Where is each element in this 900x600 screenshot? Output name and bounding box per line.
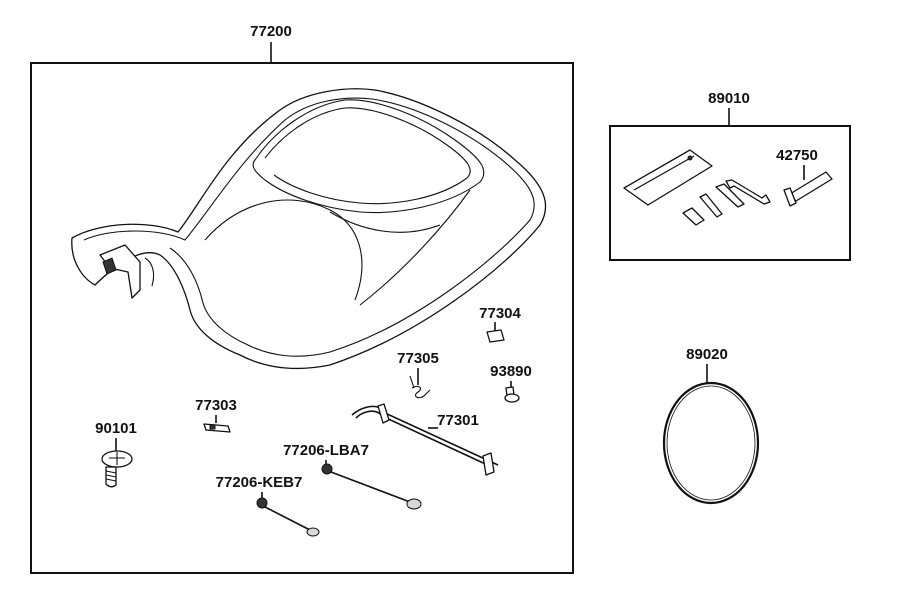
latch-rod-bracket-left xyxy=(377,403,390,424)
label-bolt: 93890 xyxy=(490,363,532,380)
clip-77303: 77303 xyxy=(195,397,237,433)
cable-keb-end-left xyxy=(256,497,268,509)
label-clip: 77303 xyxy=(195,397,237,414)
wrench-tool xyxy=(725,179,771,205)
cable-77206-lba7: 77206-LBA7 xyxy=(283,442,422,510)
label-tool-item: 42750 xyxy=(776,147,818,164)
tool-kit-frame xyxy=(609,125,851,261)
seat-cushion-outline xyxy=(83,97,535,357)
tool-bag xyxy=(623,149,713,206)
cable-lba-wire xyxy=(330,471,411,503)
spring-coil xyxy=(409,375,431,399)
stopper-body xyxy=(486,329,505,343)
screw-cross-recess xyxy=(109,452,125,465)
latch-rod-77301: 77301 xyxy=(351,403,499,476)
spark-plug-tool xyxy=(789,171,833,202)
cable-lba-end-right xyxy=(406,498,422,510)
latch-rod-bracket-right xyxy=(482,452,495,476)
belt-loop-inner xyxy=(666,385,756,501)
seat-assembly-group: 77200 90101 xyxy=(30,23,574,574)
spring-77305: 77305 xyxy=(397,350,439,399)
seat-inner-panel xyxy=(252,99,485,214)
screwdriver-handle xyxy=(682,207,705,226)
tool-kit-group: 89010 42750 xyxy=(609,90,851,261)
seat-outer-shell xyxy=(71,88,547,370)
latch-rod-wire-2 xyxy=(355,410,495,469)
label-cable-keb: 77206-KEB7 xyxy=(216,474,303,491)
label-cable-lba: 77206-LBA7 xyxy=(283,442,369,459)
bolt-head xyxy=(504,393,520,403)
tool-bag-fold xyxy=(633,155,695,191)
cable-keb-end-right xyxy=(306,527,320,537)
seat-piping-right xyxy=(359,189,471,306)
seat-front-hook xyxy=(144,257,155,287)
label-tool-kit: 89010 xyxy=(708,90,750,107)
clip-hole xyxy=(209,424,216,430)
screw-90101: 90101 xyxy=(95,420,137,488)
label-belt: 89020 xyxy=(686,346,728,363)
screwdriver-bit xyxy=(699,193,723,218)
tool-bag-button xyxy=(687,155,693,161)
label-latch-rod: 77301 xyxy=(437,412,479,429)
seat-piping-left xyxy=(204,199,363,301)
spark-plug-tool-end xyxy=(783,187,797,207)
seat-front-latch xyxy=(102,257,117,275)
cable-lba-end-left xyxy=(321,463,333,475)
seat-piping-diagonal xyxy=(329,211,441,233)
belt-loop xyxy=(662,381,760,505)
clip-body xyxy=(203,423,231,433)
label-screw: 90101 xyxy=(95,420,137,437)
bolt-93890: 93890 xyxy=(490,363,532,403)
seat-assembly-frame xyxy=(30,62,574,574)
label-stopper: 77304 xyxy=(479,305,521,322)
cable-keb-wire xyxy=(264,506,311,531)
seat-drawing xyxy=(71,88,547,370)
label-seat-assy: 77200 xyxy=(250,23,292,40)
label-spring: 77305 xyxy=(397,350,439,367)
screw-thread xyxy=(105,470,117,482)
cable-77206-keb7: 77206-KEB7 xyxy=(216,474,320,537)
screwdriver-tool xyxy=(715,183,745,208)
stopper-77304: 77304 xyxy=(479,305,522,343)
belt-group: 89020 xyxy=(662,346,760,505)
seat-inner-panel-edge xyxy=(264,107,471,205)
